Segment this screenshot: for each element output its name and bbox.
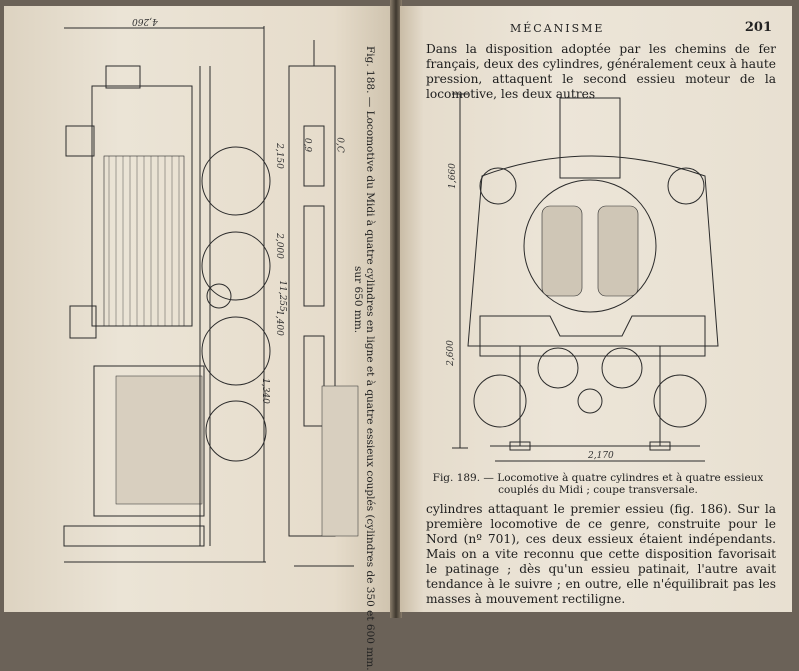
figure-188-caption-line2: sur 650 mm. — [352, 266, 364, 334]
dim-d7: 0,C — [334, 137, 345, 153]
dim-height2: 2,600 — [445, 340, 456, 366]
right-page: MÉCANISME 201 Dans la disposition adopté… — [400, 6, 792, 612]
running-header: MÉCANISME — [510, 22, 605, 35]
dim-d6: 0,9 — [302, 137, 313, 153]
figure-189-caption: Fig. 189. — Locomotive à quatre cylindre… — [432, 472, 764, 496]
locomotive-cross-section — [452, 93, 719, 462]
left-page: 4,260 2,150 2,000 11,255 1,400 1,340 0,9… — [4, 6, 392, 671]
dim-width: 2,170 — [588, 451, 614, 461]
dim-d5: 1,340 — [259, 378, 270, 404]
dim-d4: 1,400 — [273, 310, 284, 336]
dim-top: 4,260 — [132, 16, 158, 26]
paragraph-bottom: cylindres attaquant le premier essieu (f… — [426, 502, 776, 606]
dim-d3: 11,255 — [276, 280, 287, 312]
dim-d2: 2,000 — [273, 233, 284, 259]
figure-188-caption-line1: Fig. 188. — Locomotive du Midi à quatre … — [364, 46, 376, 671]
page-number: 201 — [744, 20, 772, 35]
book-gutter — [390, 0, 402, 618]
locomotive-side-elevation — [63, 26, 359, 567]
paragraph-top: Dans la disposition adoptée par les chem… — [426, 42, 776, 101]
dim-d1: 2,150 — [273, 143, 284, 169]
book-spread: 4,260 2,150 2,000 11,255 1,400 1,340 0,9… — [4, 0, 792, 671]
dim-height1: 1,660 — [447, 163, 458, 189]
